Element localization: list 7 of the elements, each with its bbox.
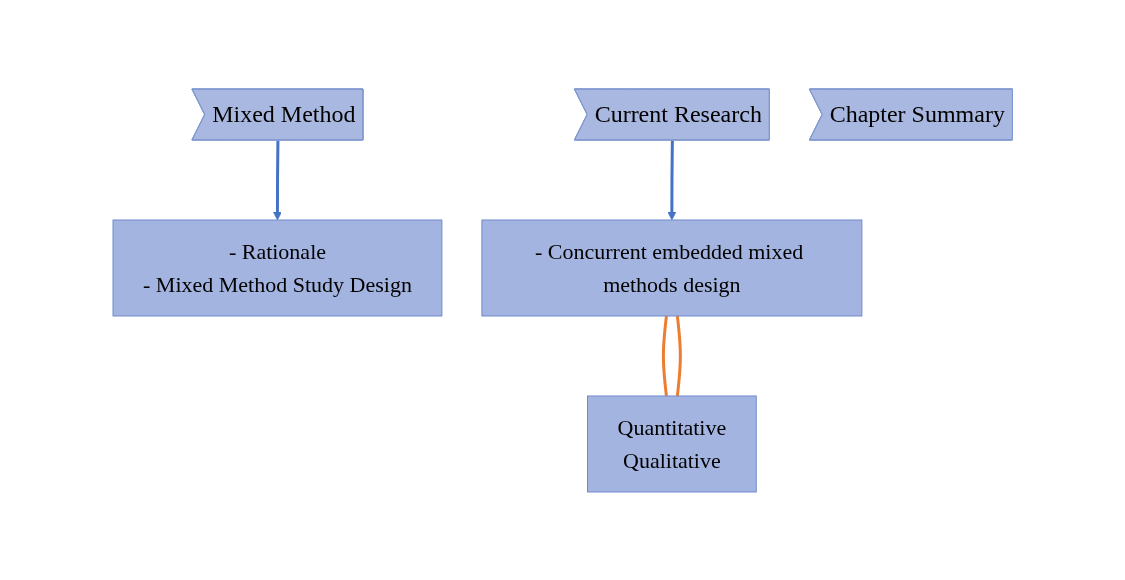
connector (675, 315, 682, 396)
arrow (272, 139, 282, 220)
node-box: Quantitative Qualitative (586, 395, 757, 492)
arrow (667, 139, 677, 220)
node-box: - Rationale - Mixed Method Study Design (112, 219, 443, 316)
connector (661, 315, 668, 396)
node-box: - Concurrent embedded mixed methods design (481, 219, 863, 316)
